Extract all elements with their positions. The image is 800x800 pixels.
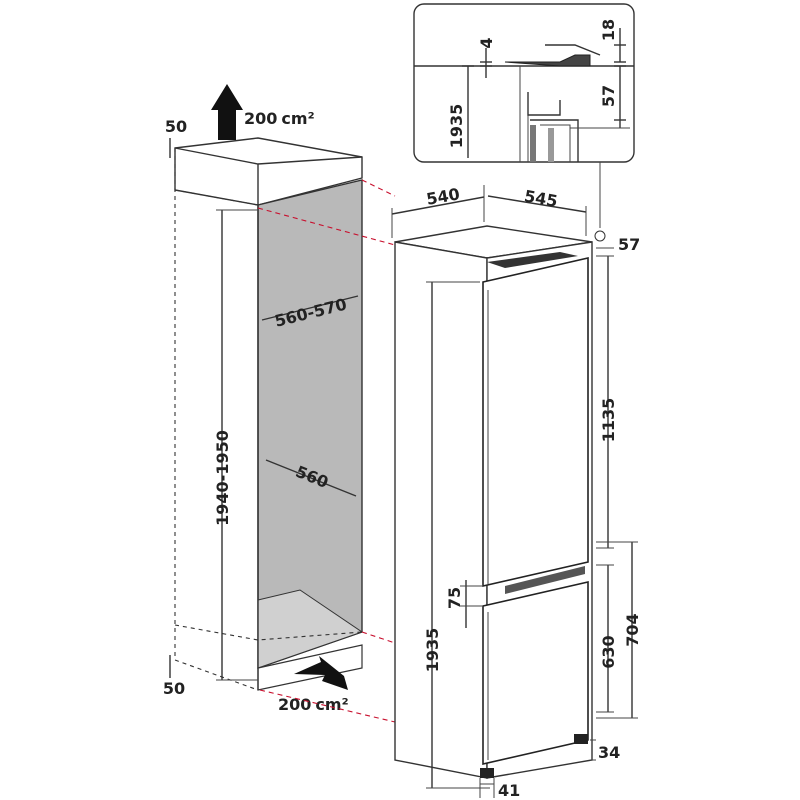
plinth-label: 34: [598, 743, 620, 762]
appliance-top-offset-label: 57: [618, 235, 640, 254]
detail-offset-label: 57: [599, 85, 618, 107]
vent-top-unit: cm²: [281, 109, 314, 128]
lower-door-height-label: 630: [599, 635, 618, 668]
appliance-drawing: 540 545 57 1935 1135 704 630 75: [391, 184, 642, 800]
alignment-guides: [257, 179, 396, 723]
niche-height-label: 1940-1950: [213, 430, 232, 526]
lower-door: [482, 580, 589, 766]
appliance-depth-label: 545: [523, 186, 559, 211]
upper-door: [482, 256, 589, 588]
upper-door-height-label: 1135: [599, 398, 618, 443]
niche-back-wall: [257, 179, 363, 669]
detail-gap-label: 4: [477, 37, 496, 48]
detail-inset: 1935 4 18 57: [413, 3, 635, 242]
up-arrow-icon: [211, 84, 243, 140]
foot-label: 41: [498, 781, 520, 800]
door-gap-label: 75: [445, 587, 464, 609]
lower-total-label: 704: [623, 613, 642, 646]
niche-top-clearance-label: 50: [165, 117, 187, 136]
vent-bottom-unit: cm²: [315, 695, 348, 714]
appliance-width-label: 540: [425, 184, 461, 209]
vent-top-area: 200: [244, 109, 277, 128]
inflow-arrow-icon: [294, 656, 348, 690]
detail-height-label: 1935: [447, 104, 466, 149]
appliance-height-label: 1935: [423, 628, 442, 673]
vent-bottom-area: 200: [278, 695, 311, 714]
niche-bottom-clearance-label: 50: [163, 679, 185, 698]
niche-drawing: 1940-1950 560-570 560 50 50: [163, 117, 364, 698]
detail-hinge-label: 18: [599, 19, 618, 41]
